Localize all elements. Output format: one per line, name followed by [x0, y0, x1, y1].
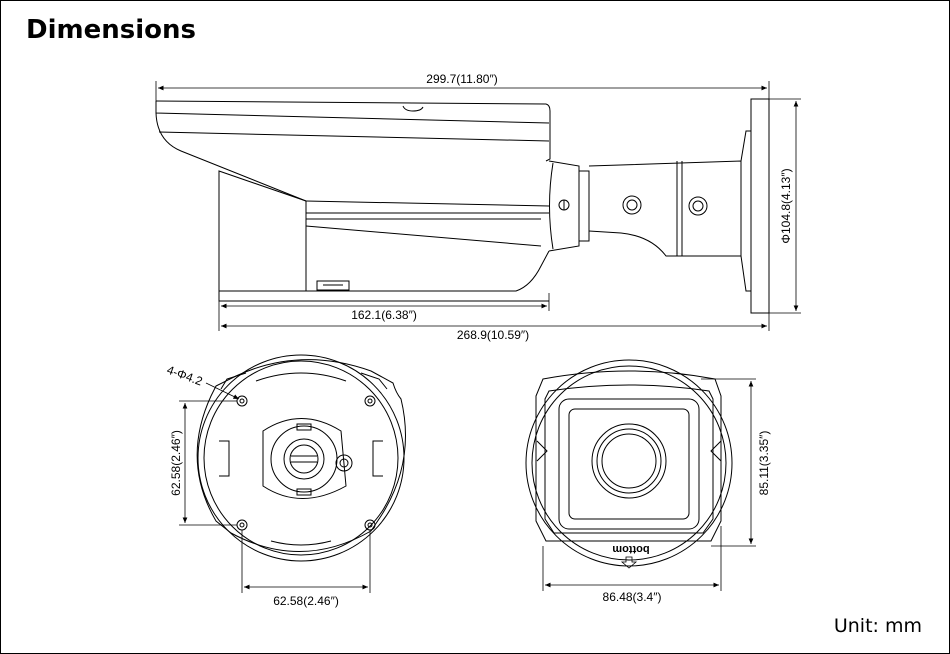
mount-diameter-label: Φ104.8(4.13″) [779, 168, 793, 243]
hole-spec-label: 4-Φ4.2 [165, 363, 205, 389]
page-title: Dimensions [26, 15, 196, 45]
body-length-label: 268.9(10.59″) [457, 328, 529, 342]
hole-spacing-vertical-label: 62.58(2.46″) [169, 430, 183, 496]
front-height-label: 85.11(3.35″) [757, 431, 771, 496]
overall-length-label: 299.7(11.80″) [426, 72, 497, 86]
front-view: bottom 85.11(3.35″) 86.48(3.4″) [525, 359, 771, 604]
unit-label: Unit: mm [833, 615, 922, 637]
front-length-label: 162.1(6.38″) [351, 308, 417, 322]
side-view: 299.7(11.80″) [155, 72, 801, 342]
bottom-view: 4-Φ4.2 62.58(2.46″) 62.58(2.46″) [165, 354, 406, 608]
front-bottom-label: bottom [612, 543, 649, 555]
front-width-label: 86.48(3.4″) [603, 590, 662, 604]
hole-spacing-horizontal-label: 62.58(2.46″) [273, 594, 339, 608]
